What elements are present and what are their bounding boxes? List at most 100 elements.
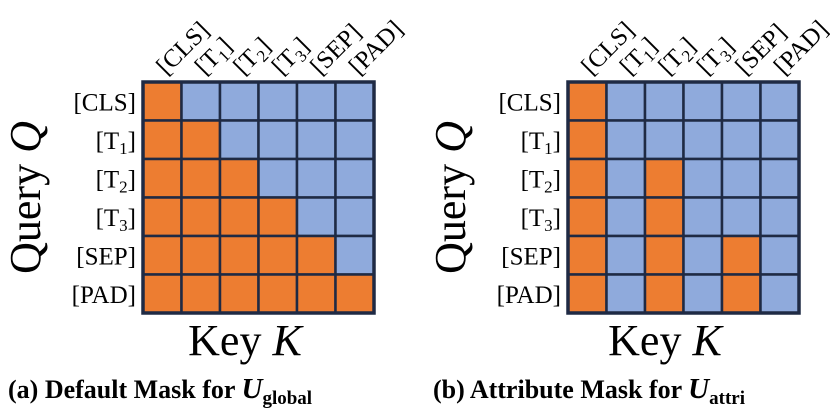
mask-cell-b-r4-c2 bbox=[643, 234, 685, 276]
token-close: ] bbox=[128, 166, 136, 193]
mask-cell-b-r5-c1 bbox=[605, 273, 647, 315]
token-close: ] bbox=[553, 282, 561, 309]
mask-cell-a-r1-c4 bbox=[295, 119, 337, 161]
caption-text: (b) Attribute Mask for bbox=[433, 375, 688, 404]
mask-cell-a-r5-c0 bbox=[141, 273, 183, 315]
mask-cell-b-r0-c2 bbox=[643, 80, 685, 122]
caption-b: (b) Attribute Mask for Uattri bbox=[433, 373, 745, 409]
row-label-a-0: [CLS] bbox=[73, 89, 136, 116]
mask-cell-b-r5-c0 bbox=[566, 273, 608, 315]
mask-cell-a-r3-c5 bbox=[334, 196, 376, 238]
token-base: [PAD bbox=[72, 282, 128, 309]
mask-cell-a-r0-c0 bbox=[141, 80, 183, 122]
row-label-b-0: [CLS] bbox=[498, 89, 561, 116]
token-base: [T bbox=[96, 166, 120, 193]
caption-text: (a) Default Mask for bbox=[8, 375, 241, 404]
mask-cell-b-r0-c0 bbox=[566, 80, 608, 122]
mask-cell-b-r5-c5 bbox=[759, 273, 801, 315]
mask-cell-b-r2-c1 bbox=[605, 157, 647, 199]
axis-label-text: Query bbox=[426, 153, 475, 274]
token-subscript: 2 bbox=[544, 177, 553, 196]
token-base: [T bbox=[521, 128, 545, 155]
panel-a: [CLS][T1][T2][T3][SEP][PAD][CLS][T1][T2]… bbox=[1, 16, 409, 409]
mask-cell-a-r2-c3 bbox=[257, 157, 299, 199]
panel-b: [CLS][T1][T2][T3][SEP][PAD][CLS][T1][T2]… bbox=[426, 16, 830, 409]
matrix-border bbox=[141, 80, 376, 315]
mask-cell-a-r2-c1 bbox=[180, 157, 222, 199]
mask-cell-a-r0-c1 bbox=[180, 80, 222, 122]
mask-cell-a-r3-c1 bbox=[180, 196, 222, 238]
mask-cell-b-r3-c0 bbox=[566, 196, 608, 238]
mask-cell-a-r1-c3 bbox=[257, 119, 299, 161]
row-label-b-5: [PAD] bbox=[497, 282, 561, 309]
mask-cell-a-r0-c5 bbox=[334, 80, 376, 122]
mask-cell-b-r1-c1 bbox=[605, 119, 647, 161]
token-subscript: 3 bbox=[544, 216, 553, 235]
caption-variable: U bbox=[688, 373, 711, 405]
row-label-a-1: [T1] bbox=[96, 128, 136, 158]
mask-cell-a-r3-c4 bbox=[295, 196, 337, 238]
mask-cell-a-r4-c5 bbox=[334, 234, 376, 276]
row-label-b-2: [T2] bbox=[521, 166, 561, 196]
mask-cell-b-r1-c5 bbox=[759, 119, 801, 161]
mask-cell-b-r3-c2 bbox=[643, 196, 685, 238]
mask-cell-b-r2-c2 bbox=[643, 157, 685, 199]
mask-cell-a-r5-c5 bbox=[334, 273, 376, 315]
row-label-a-4: [SEP] bbox=[76, 243, 136, 270]
mask-cell-b-r1-c0 bbox=[566, 119, 608, 161]
mask-cell-a-r3-c0 bbox=[141, 196, 183, 238]
mask-cell-b-r2-c3 bbox=[682, 157, 724, 199]
row-label-a-3: [T3] bbox=[96, 205, 136, 235]
mask-cell-a-r3-c3 bbox=[257, 196, 299, 238]
caption-variable: U bbox=[241, 373, 264, 405]
token-close: ] bbox=[128, 243, 136, 270]
caption-subscript: attri bbox=[709, 388, 745, 409]
row-label-a-2: [T2] bbox=[96, 166, 136, 196]
row-label-b-1: [T1] bbox=[521, 128, 561, 158]
token-close: ] bbox=[128, 128, 136, 155]
token-subscript: 1 bbox=[119, 139, 128, 158]
token-subscript: 3 bbox=[119, 216, 128, 235]
mask-cell-a-r1-c2 bbox=[218, 119, 260, 161]
mask-cell-b-r4-c3 bbox=[682, 234, 724, 276]
mask-cell-b-r4-c4 bbox=[720, 234, 762, 276]
token-close: ] bbox=[553, 128, 561, 155]
token-base: [T bbox=[521, 205, 545, 232]
mask-cell-a-r5-c4 bbox=[295, 273, 337, 315]
mask-cell-b-r1-c2 bbox=[643, 119, 685, 161]
mask-cell-b-r1-c3 bbox=[682, 119, 724, 161]
mask-cell-b-r0-c1 bbox=[605, 80, 647, 122]
token-subscript: 1 bbox=[544, 139, 553, 158]
mask-cell-a-r3-c2 bbox=[218, 196, 260, 238]
mask-cell-b-r0-c5 bbox=[759, 80, 801, 122]
token-base: [T bbox=[521, 166, 545, 193]
mask-cell-a-r5-c1 bbox=[180, 273, 222, 315]
caption-subscript: global bbox=[262, 388, 312, 409]
mask-cell-a-r0-c2 bbox=[218, 80, 260, 122]
mask-cell-b-r4-c1 bbox=[605, 234, 647, 276]
x-axis-label-a: Key K bbox=[188, 316, 304, 365]
token-base: [PAD bbox=[497, 282, 553, 309]
caption-a: (a) Default Mask for Uglobal bbox=[8, 373, 312, 409]
mask-cell-b-r2-c4 bbox=[720, 157, 762, 199]
token-base: [SEP bbox=[501, 243, 552, 270]
mask-cell-b-r5-c2 bbox=[643, 273, 685, 315]
axis-label-variable: Q bbox=[426, 121, 475, 153]
token-base: [T bbox=[96, 128, 120, 155]
axis-label-text: Query bbox=[1, 153, 50, 274]
mask-cell-b-r2-c5 bbox=[759, 157, 801, 199]
mask-cell-a-r4-c4 bbox=[295, 234, 337, 276]
mask-cell-a-r1-c1 bbox=[180, 119, 222, 161]
mask-cell-a-r4-c0 bbox=[141, 234, 183, 276]
mask-cell-b-r0-c3 bbox=[682, 80, 724, 122]
mask-cell-a-r4-c1 bbox=[180, 234, 222, 276]
y-axis-label-a: Query Q bbox=[1, 121, 50, 274]
mask-cell-a-r2-c4 bbox=[295, 157, 337, 199]
token-base: [CLS bbox=[73, 89, 127, 116]
mask-cell-a-r5-c2 bbox=[218, 273, 260, 315]
mask-cell-a-r5-c3 bbox=[257, 273, 299, 315]
matrix-border bbox=[566, 80, 801, 315]
mask-cell-b-r0-c4 bbox=[720, 80, 762, 122]
x-axis-label-b: Key K bbox=[608, 316, 724, 365]
